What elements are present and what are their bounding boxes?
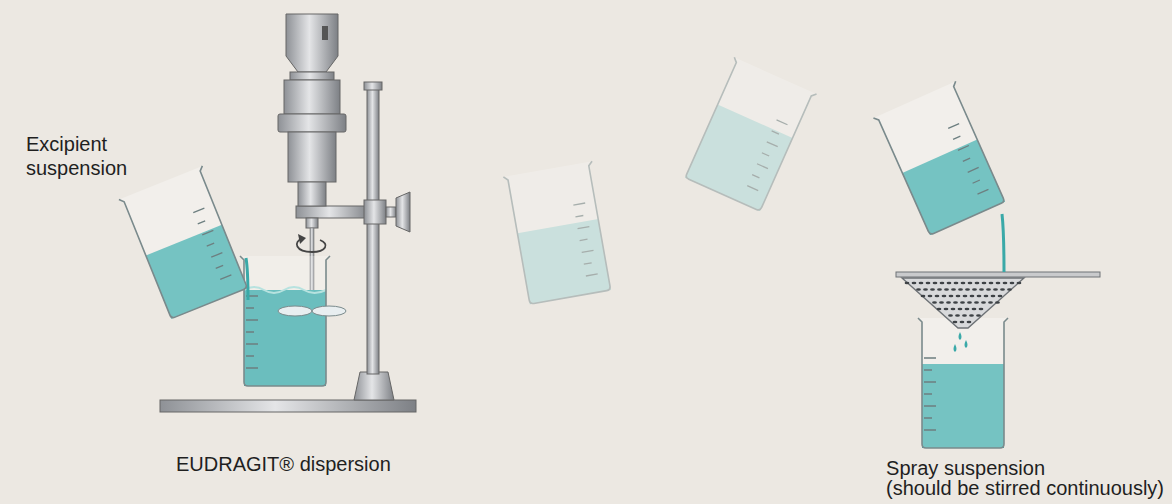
dispersion-label: EUDRAGIT® dispersion (176, 452, 391, 476)
spray-label: Spray suspension (886, 456, 1045, 480)
excipient-label: Excipient suspension (26, 132, 138, 180)
stirring-note: (should be stirred continuously) (886, 476, 1164, 500)
